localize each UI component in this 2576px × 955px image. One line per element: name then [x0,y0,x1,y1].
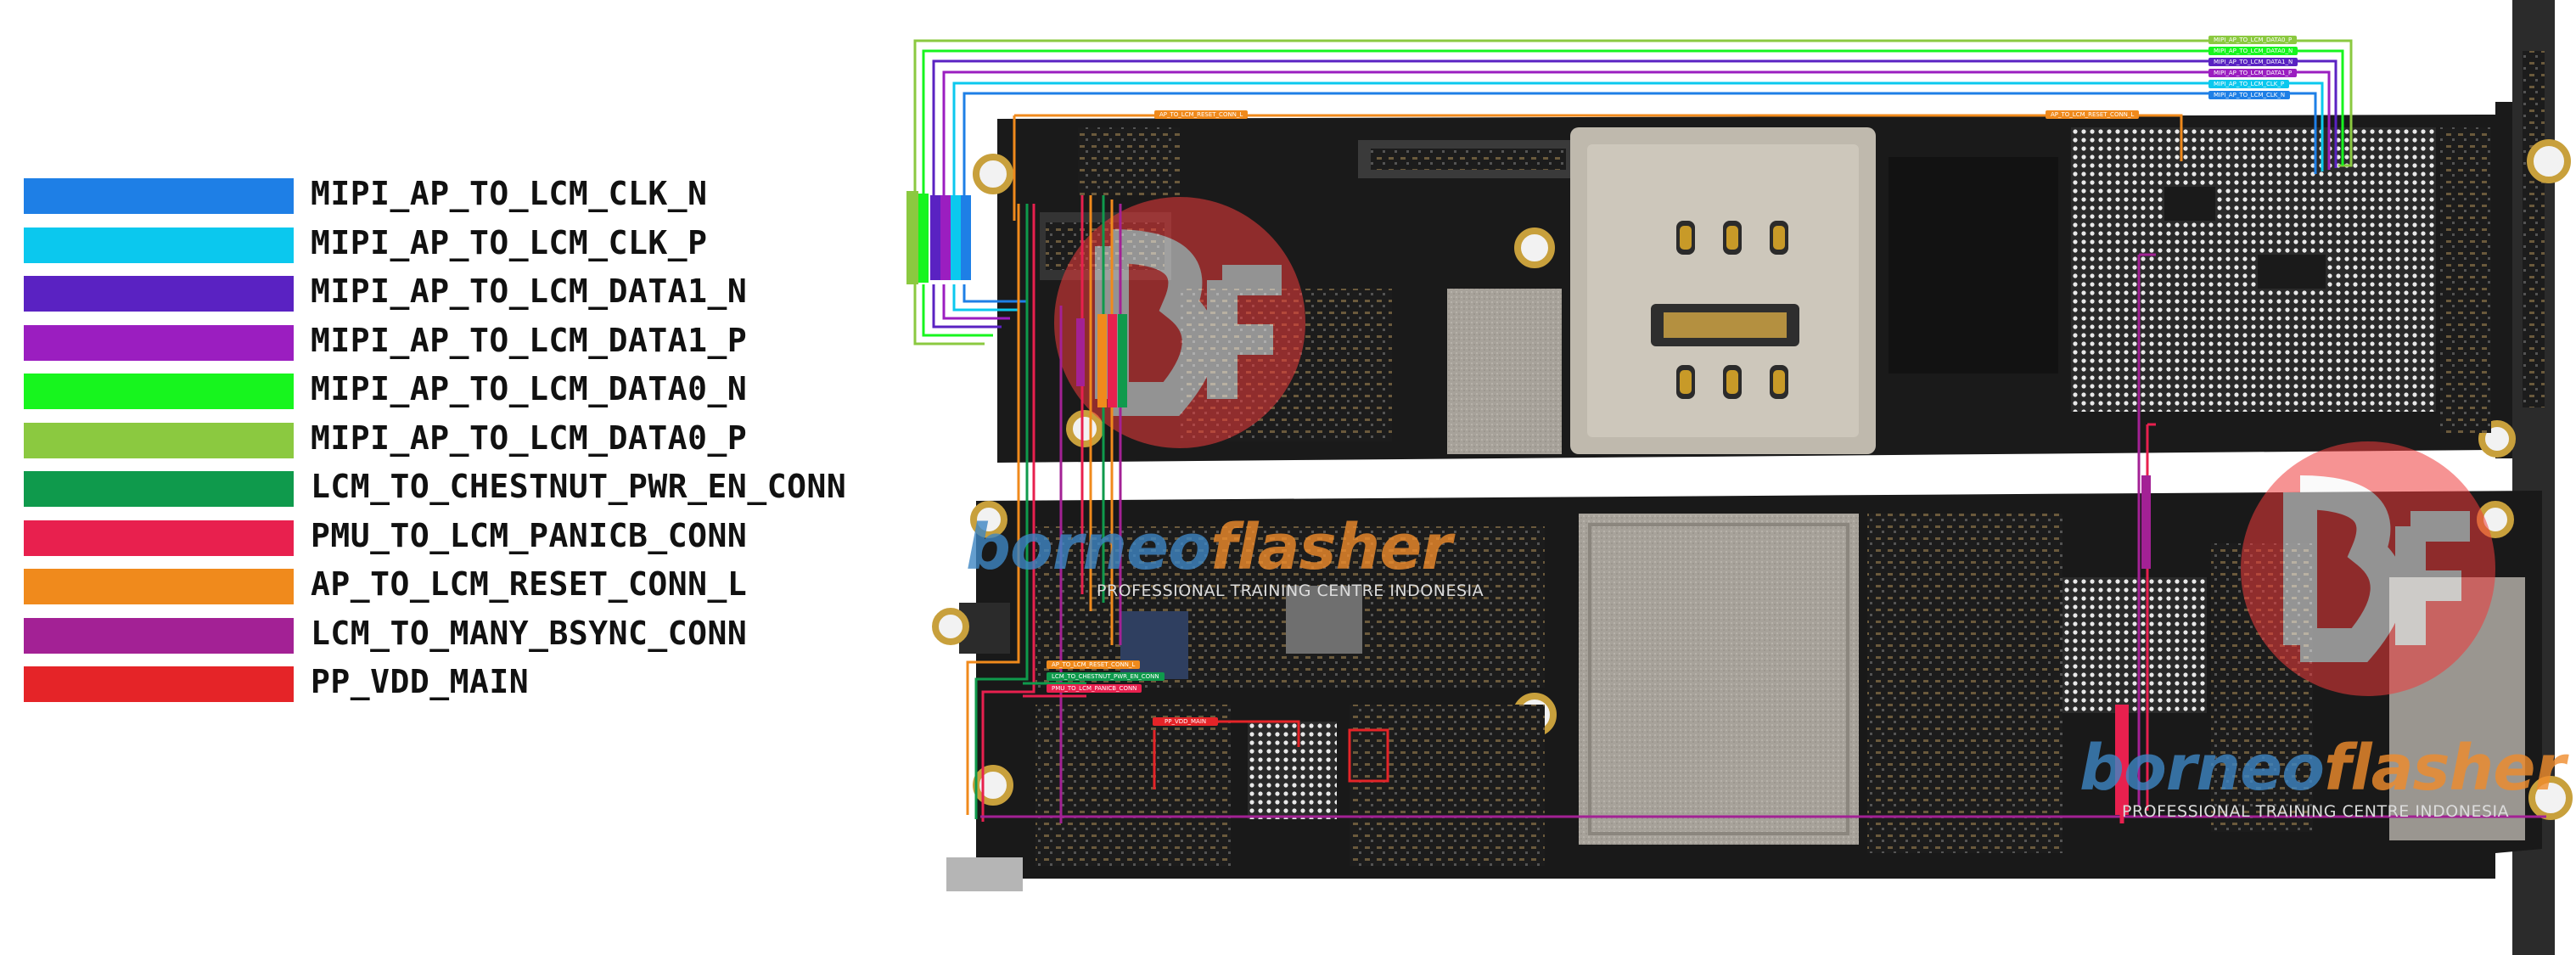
legend-label: MIPI_AP_TO_LCM_CLK_P [311,223,708,261]
legend-swatch [24,324,294,361]
legend-label: LCM_TO_CHESTNUT_PWR_EN_CONN [311,468,847,505]
legend-swatch [24,178,294,214]
legend-swatch [24,666,294,702]
modem-shield [1579,514,1859,845]
logic-board-diagram: AP_TO_LCM_RESET_CONN_L AP_TO_LCM_RESET_C… [900,0,2576,955]
tag-top-right: MIPI_AP_TO_LCM_DATA0_P [2208,36,2298,44]
trace-data0-n [922,49,2344,208]
tag-bottom-panicb: PMU_TO_LCM_PANICB_CONN [1047,684,1142,693]
board-schematic [906,0,2573,955]
tag-reset-top-left: AP_TO_LCM_RESET_CONN_L [1154,110,1249,119]
tag-top-right: MIPI_AP_TO_LCM_CLK_P [2208,80,2290,88]
legend-label: MIPI_AP_TO_LCM_DATA0_P [311,419,748,457]
mount-hole [1066,410,1103,447]
legend-label: MIPI_AP_TO_LCM_DATA1_N [311,272,748,310]
brand-word-2: flasher [1210,511,1452,584]
legend-swatch [24,471,294,507]
legend-label: PMU_TO_LCM_PANICB_CONN [311,516,748,554]
legend-swatch [24,520,294,556]
mount-hole [1514,228,1555,268]
legend-swatch [24,569,294,604]
rf-shield [1447,289,1562,454]
baseband-bga [2058,577,2207,713]
legend-label: MIPI_AP_TO_LCM_CLK_N [311,175,708,212]
legend-swatch [24,276,294,312]
tag-top-right: MIPI_AP_TO_LCM_DATA1_P [2208,69,2298,77]
legend-swatch [24,617,294,654]
mount-hole [2527,139,2571,183]
trace-clk-n [962,92,2317,216]
legend-label: MIPI_AP_TO_LCM_DATA0_N [311,370,748,407]
legend-label: AP_TO_LCM_RESET_CONN_L [311,565,748,603]
tag-bottom-vdd: PP_VDD_MAIN [1153,717,1219,726]
nand-chip [1889,157,2058,374]
tag-top-right: MIPI_AP_TO_LCM_DATA0_N [2208,47,2298,55]
trace-data1-n [932,59,2337,211]
brand-watermark-right: borneoflasher [2079,732,2566,805]
tag-reset-top-right: AP_TO_LCM_RESET_CONN_L [2046,110,2140,119]
brand-tagline-right: PROFESSIONAL TRAINING CENTRE INDONESIA [2122,802,2510,821]
legend-swatch [24,374,294,409]
trace-data1-p [942,70,2331,212]
signal-traces [906,39,2546,823]
tag-top-right: MIPI_AP_TO_LCM_CLK_N [2208,91,2291,99]
brand-word-2: flasher [2324,732,2566,805]
trace-data0-p [913,39,2353,204]
bf-watermark-logo [2241,441,2495,696]
brand-word-1: borneo [2079,732,2325,805]
tag-bottom-chestnut: LCM_TO_CHESTNUT_PWR_EN_CONN [1047,672,1165,681]
brand-watermark-left: borneoflasher [966,511,1452,584]
tag-bottom-reset: AP_TO_LCM_RESET_CONN_L [1047,660,1141,669]
tag-top-right: MIPI_AP_TO_LCM_DATA1_N [2208,58,2298,66]
brand-tagline-left: PROFESSIONAL TRAINING CENTRE INDONESIA [1097,581,1484,600]
legend-label: LCM_TO_MANY_BSYNC_CONN [311,614,748,652]
legend-swatch [24,422,294,458]
mount-hole [973,154,1013,194]
legend-swatch [24,227,294,263]
trace-clk-p [952,81,2324,214]
mount-hole [932,608,969,645]
brand-word-1: borneo [966,511,1211,584]
cpu-bga [2071,127,2436,412]
mount-hole [970,501,1007,538]
legend-label: MIPI_AP_TO_LCM_DATA1_P [311,321,748,359]
legend-label: PP_VDD_MAIN [311,663,530,700]
mount-hole [973,765,1013,806]
mount-hole [2528,776,2573,820]
